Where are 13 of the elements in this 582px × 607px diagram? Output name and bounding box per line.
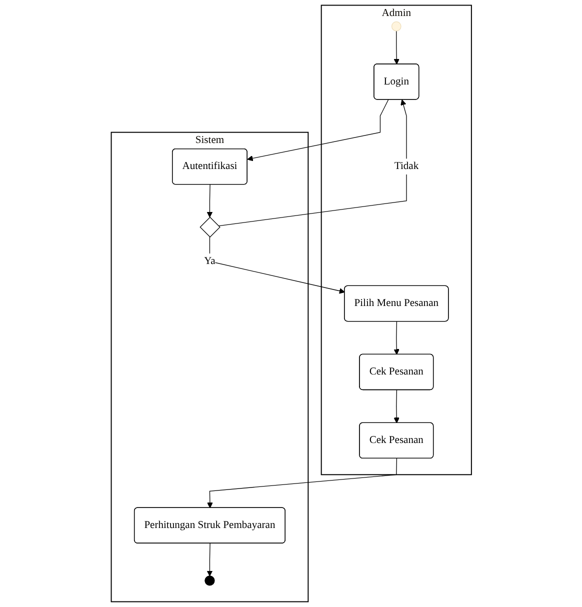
arrow [218,99,406,226]
arrow [206,458,397,508]
arrow [206,184,212,218]
node-circle [391,21,401,32]
edge-label: Tidak [394,160,418,172]
arrow [393,321,400,355]
arrow [209,236,345,294]
node-diamond [199,216,220,238]
arrow [206,543,212,576]
arrow [393,390,400,424]
edge-label: Ya [204,255,215,267]
arrow [246,99,388,162]
arrow [393,30,400,64]
